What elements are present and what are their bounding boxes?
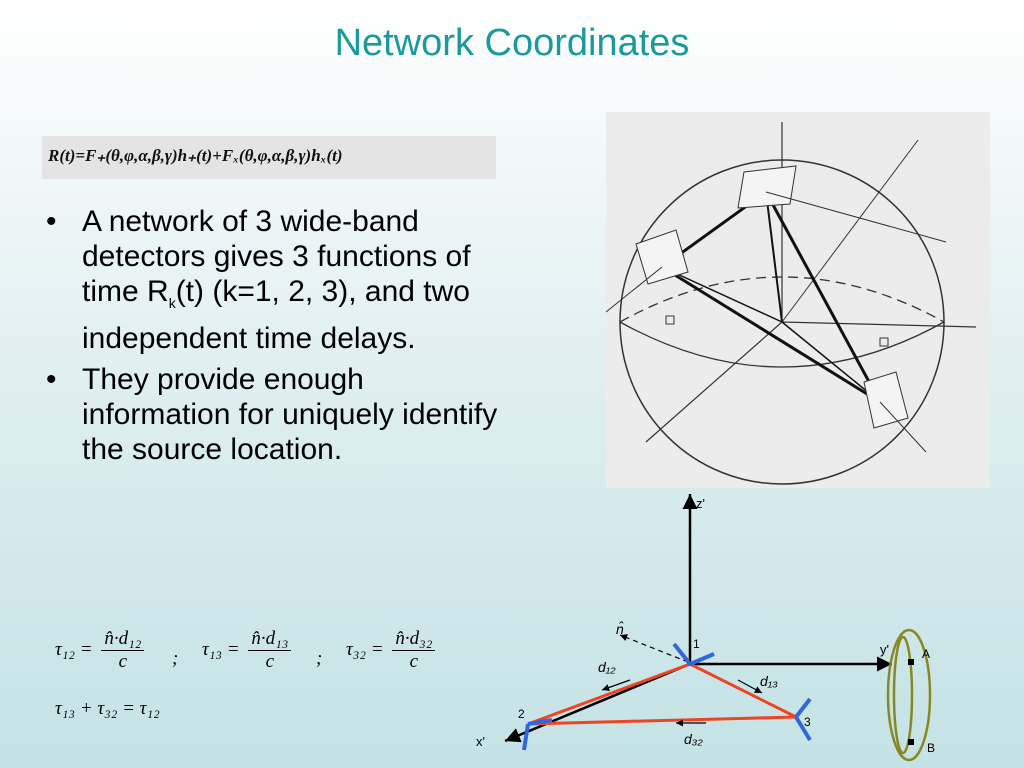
response-equation: R(t)=F₊(θ,φ,α,β,γ)h₊(t)+Fₓ(θ,φ,α,β,γ)hₓ(… xyxy=(42,136,496,179)
label-d13: d₁₃ xyxy=(760,673,778,689)
label-n-hat: n̂ xyxy=(616,621,624,637)
tau32-lhs: τ₃₂ = xyxy=(346,638,384,660)
label-point-b: B xyxy=(927,741,935,755)
bullet-text-part2: (t) (k=1, 2, 3), and two independent tim… xyxy=(82,275,470,355)
vector-n-hat xyxy=(619,634,689,663)
axis-x xyxy=(645,321,783,443)
ring-inner xyxy=(892,635,914,755)
baseline-3-2 xyxy=(527,715,797,726)
ray-left xyxy=(605,266,663,313)
bullet-subscript: k xyxy=(168,295,176,311)
label-x-prime: x' xyxy=(476,734,485,749)
detector-plate-left xyxy=(635,229,689,285)
tau12-numerator: n̂·d₁₂ xyxy=(101,628,145,651)
label-d32: d₃₂ xyxy=(684,731,703,747)
tau12-denominator: c xyxy=(118,651,128,672)
vector-d12-arrow xyxy=(601,679,631,691)
baseline-top-right xyxy=(764,191,882,403)
bullet-text: They provide enough information for uniq… xyxy=(82,363,498,466)
baseline-bottom xyxy=(661,265,881,404)
formula-separator-2: ; xyxy=(316,648,323,669)
tau32-denominator: c xyxy=(409,651,419,672)
radius-right xyxy=(781,321,881,403)
detector-plate-top xyxy=(737,165,797,209)
label-d12: d₁₂ xyxy=(598,659,616,675)
formula-separator-1: ; xyxy=(172,648,179,669)
tau32-numerator: n̂·d₃₂ xyxy=(392,628,436,651)
bullet-text-part1: A network of 3 wide-band detectors gives… xyxy=(82,205,471,308)
ray-top xyxy=(765,191,947,243)
label-z-prime: z' xyxy=(696,496,705,511)
baseline-1-2 xyxy=(527,662,691,726)
detector-1-arms xyxy=(672,642,715,666)
bullet-list: • A network of 3 wide-band detectors giv… xyxy=(42,204,512,473)
bullet-item-network: • A network of 3 wide-band detectors giv… xyxy=(42,204,512,356)
slide-title: Network Coordinates xyxy=(334,22,690,64)
sphere-equator-front xyxy=(619,321,945,368)
detector-3-arms xyxy=(794,697,812,742)
tau13-lhs: τ₁₃ = xyxy=(202,638,240,660)
sphere-drawing xyxy=(605,122,977,485)
detector-plate-right xyxy=(863,371,909,429)
detector-2-arms xyxy=(522,718,553,751)
label-detector-1: 1 xyxy=(693,637,700,651)
label-detector-2: 2 xyxy=(518,707,525,721)
point-a-marker xyxy=(908,659,914,665)
baseline-1-3 xyxy=(689,662,797,719)
ring-outer xyxy=(886,628,932,762)
bullet-item-source-location: • They provide enough information for un… xyxy=(42,362,512,467)
point-b-marker xyxy=(908,739,914,745)
label-y-prime: y' xyxy=(880,642,889,657)
tau12-lhs: τ₁₂ = xyxy=(55,638,93,660)
bullet-icon: • xyxy=(46,363,57,396)
radius-top xyxy=(765,191,783,323)
tau13-numerator: n̂·d₁₃ xyxy=(248,628,292,651)
formula-delay-sum: τ₁₃ + τ₃₂ = τ₁₂ xyxy=(55,698,160,719)
vector-n xyxy=(781,139,919,323)
radius-left xyxy=(661,266,783,323)
celestial-sphere-figure xyxy=(605,112,990,488)
bullet-icon: • xyxy=(46,205,57,238)
ray-right xyxy=(879,401,927,453)
vector-d13-arrow xyxy=(737,679,763,694)
label-detector-3: 3 xyxy=(804,715,811,729)
right-angle-mark-left xyxy=(665,315,675,325)
tau13-denominator: c xyxy=(265,651,275,672)
network-diagram: z' y' x' n̂ 1 2 3 d₁₂ d₁₃ d₃₂ A B xyxy=(476,494,935,762)
label-point-a: A xyxy=(922,647,930,661)
axis-y xyxy=(781,321,977,328)
right-angle-mark-right xyxy=(879,337,889,347)
